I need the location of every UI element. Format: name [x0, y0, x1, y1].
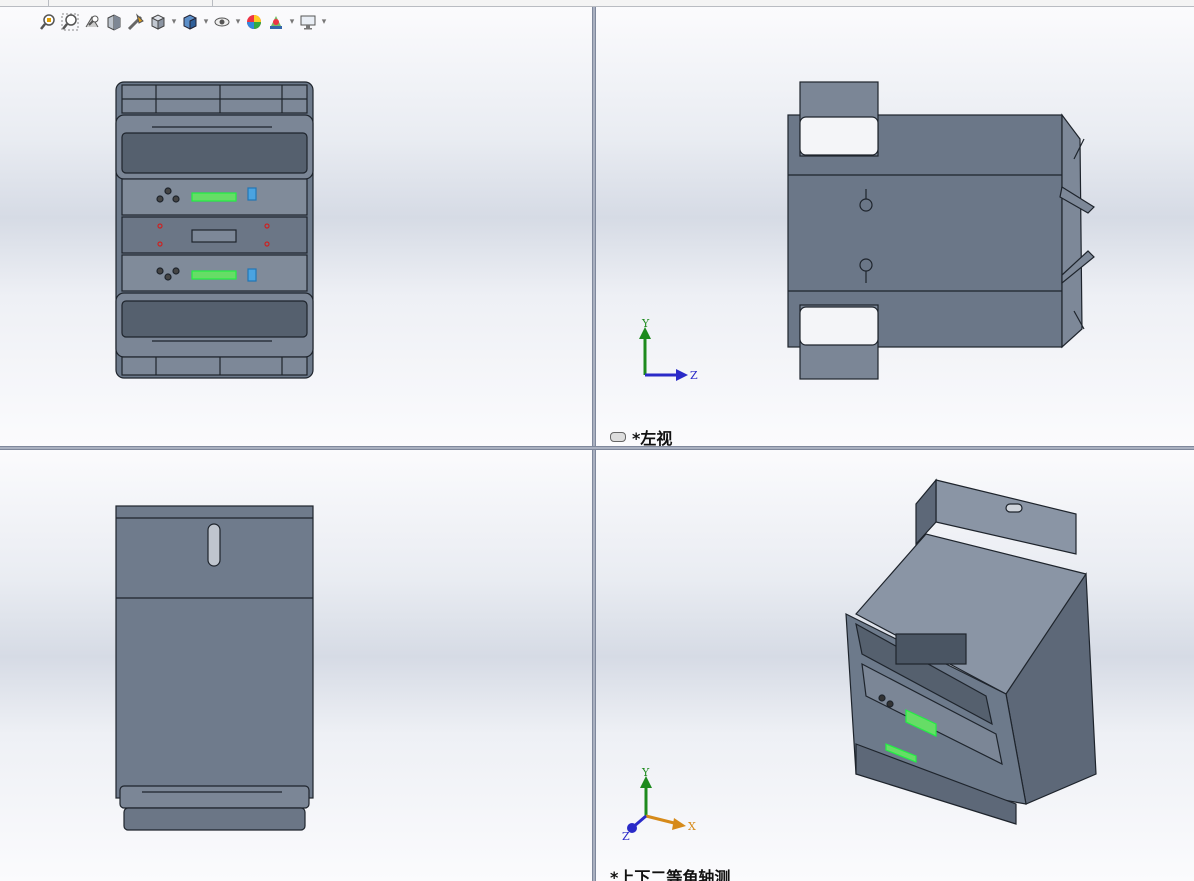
view-settings-icon[interactable] — [298, 11, 318, 33]
triad-x-label: X — [688, 820, 696, 833]
triad-z-label: Z — [622, 830, 630, 843]
triad-z-label: Z — [690, 369, 698, 382]
zoom-to-area-icon[interactable] — [60, 11, 80, 33]
top-edge-strip — [0, 0, 1194, 7]
tab-divider — [48, 0, 49, 6]
triad-y-label: Y — [641, 317, 650, 330]
front-view-model — [115, 81, 314, 379]
view-orientation-dropdown-icon[interactable]: ▾ — [171, 17, 177, 27]
link-views-icon[interactable] — [610, 432, 626, 442]
heads-up-view-toolbar: ▾ ▾ ▾ ▾ ▾ — [38, 8, 328, 36]
viewport-front[interactable]: ▾ ▾ ▾ ▾ ▾ — [0, 7, 592, 446]
view-settings-dropdown-icon[interactable]: ▾ — [321, 17, 327, 27]
view-name-text: *左视 — [632, 429, 673, 446]
edit-appearance-icon[interactable] — [244, 11, 264, 33]
hide-show-items-icon[interactable] — [212, 11, 232, 33]
vertical-split-bar[interactable] — [592, 7, 596, 881]
viewport-top[interactable] — [0, 450, 592, 881]
display-style-icon[interactable] — [180, 11, 200, 33]
coordinate-triad: Y Z — [639, 317, 698, 382]
apply-scene-dropdown-icon[interactable]: ▾ — [289, 17, 295, 27]
view-label-left: *左视 — [610, 425, 672, 446]
display-style-dropdown-icon[interactable]: ▾ — [203, 17, 209, 27]
top-view-model — [115, 505, 314, 831]
hide-show-dropdown-icon[interactable]: ▾ — [235, 17, 241, 27]
zoom-to-fit-icon[interactable] — [38, 11, 58, 33]
viewport-dimetric[interactable]: Y X Z *上下二等角轴测 — [596, 450, 1194, 881]
coordinate-triad-dimetric: Y X Z — [622, 766, 696, 843]
apply-scene-icon[interactable] — [266, 11, 286, 33]
horizontal-split-bar[interactable] — [0, 446, 1194, 450]
dynamic-annotation-icon[interactable] — [126, 11, 146, 33]
triad-y-label: Y — [641, 766, 650, 779]
dimetric-view-model — [845, 478, 1097, 825]
viewport-left[interactable]: Y Z *左视 — [596, 7, 1194, 446]
previous-view-icon[interactable] — [82, 11, 102, 33]
view-orientation-icon[interactable] — [148, 11, 168, 33]
tab-divider — [212, 0, 213, 6]
section-view-icon[interactable] — [104, 11, 124, 33]
view-label-dimetric: *上下二等角轴测 — [610, 868, 731, 881]
left-view-model — [787, 81, 1095, 380]
